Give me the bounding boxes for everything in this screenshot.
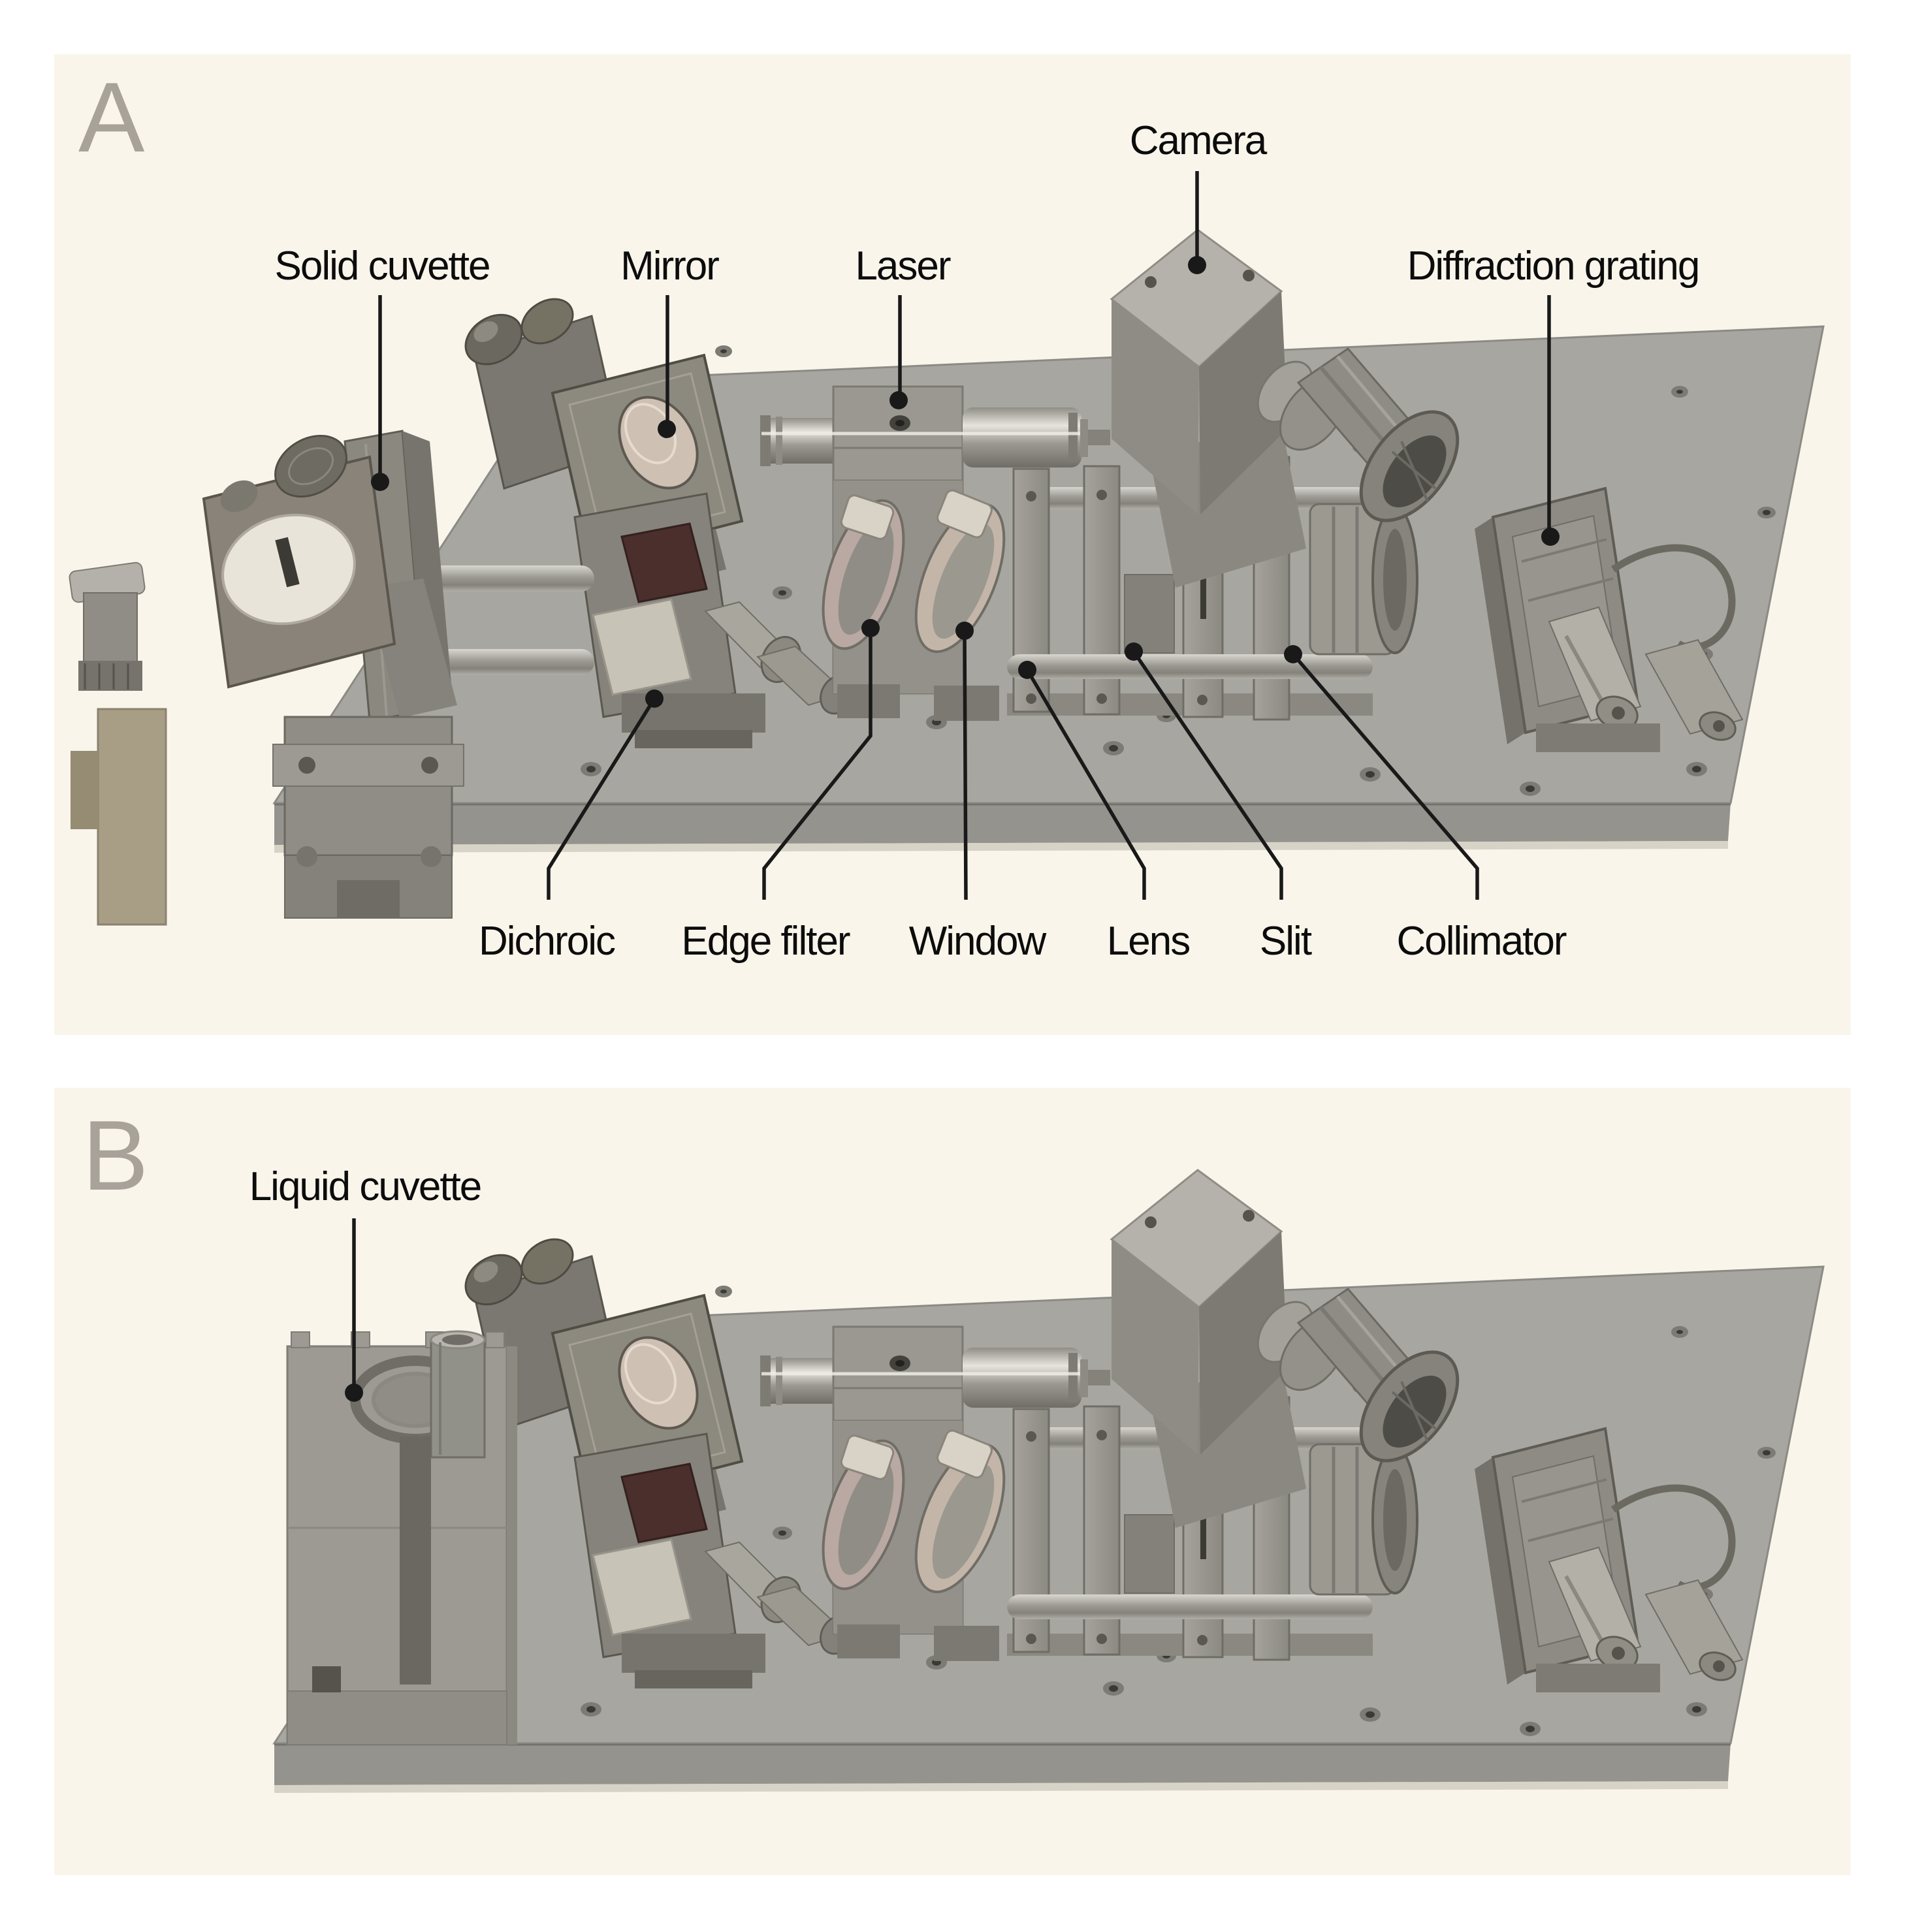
label-slit: Slit bbox=[1260, 919, 1312, 964]
panel-a-letter: A bbox=[78, 62, 145, 173]
leader-solid-cuvette bbox=[371, 295, 389, 491]
liquid-cuvette-block bbox=[286, 1330, 517, 1746]
label-collimator: Collimator bbox=[1396, 919, 1566, 964]
cuvette-tube bbox=[430, 1330, 486, 1459]
label-diffraction-grating: Diffraction grating bbox=[1407, 244, 1699, 289]
label-window: Window bbox=[909, 919, 1047, 964]
label-liquid-cuvette: Liquid cuvette bbox=[249, 1164, 481, 1209]
panel-b-letter: B bbox=[82, 1100, 148, 1211]
leader-camera bbox=[1188, 171, 1206, 274]
leader-dichroic bbox=[547, 689, 664, 900]
label-camera: Camera bbox=[1130, 118, 1268, 163]
solid-cuvette-assembly bbox=[69, 430, 594, 926]
leader-window bbox=[955, 622, 974, 900]
leader-lens bbox=[1018, 661, 1146, 900]
label-dichroic: Dichroic bbox=[479, 919, 615, 964]
leader-collimator bbox=[1284, 645, 1479, 900]
optical-assembly-b bbox=[274, 1170, 1823, 1793]
cuvette-slot bbox=[400, 1436, 431, 1685]
label-solid-cuvette: Solid cuvette bbox=[275, 244, 490, 289]
leader-laser bbox=[889, 295, 908, 409]
cuvette-stage bbox=[272, 716, 464, 919]
leader-mirror bbox=[658, 295, 676, 438]
leader-edge-filter bbox=[762, 619, 880, 900]
label-edge-filter: Edge filter bbox=[681, 919, 850, 964]
micrometer bbox=[69, 562, 146, 691]
leader-liquid-cuvette bbox=[345, 1218, 363, 1402]
label-laser: Laser bbox=[855, 244, 950, 289]
leader-diffraction-grating bbox=[1541, 295, 1560, 546]
cuvette-rail-lower bbox=[423, 649, 594, 675]
label-mirror: Mirror bbox=[620, 244, 719, 289]
label-lens: Lens bbox=[1107, 919, 1189, 964]
optical-assembly-a bbox=[69, 171, 1823, 926]
leader-slit bbox=[1125, 642, 1283, 900]
